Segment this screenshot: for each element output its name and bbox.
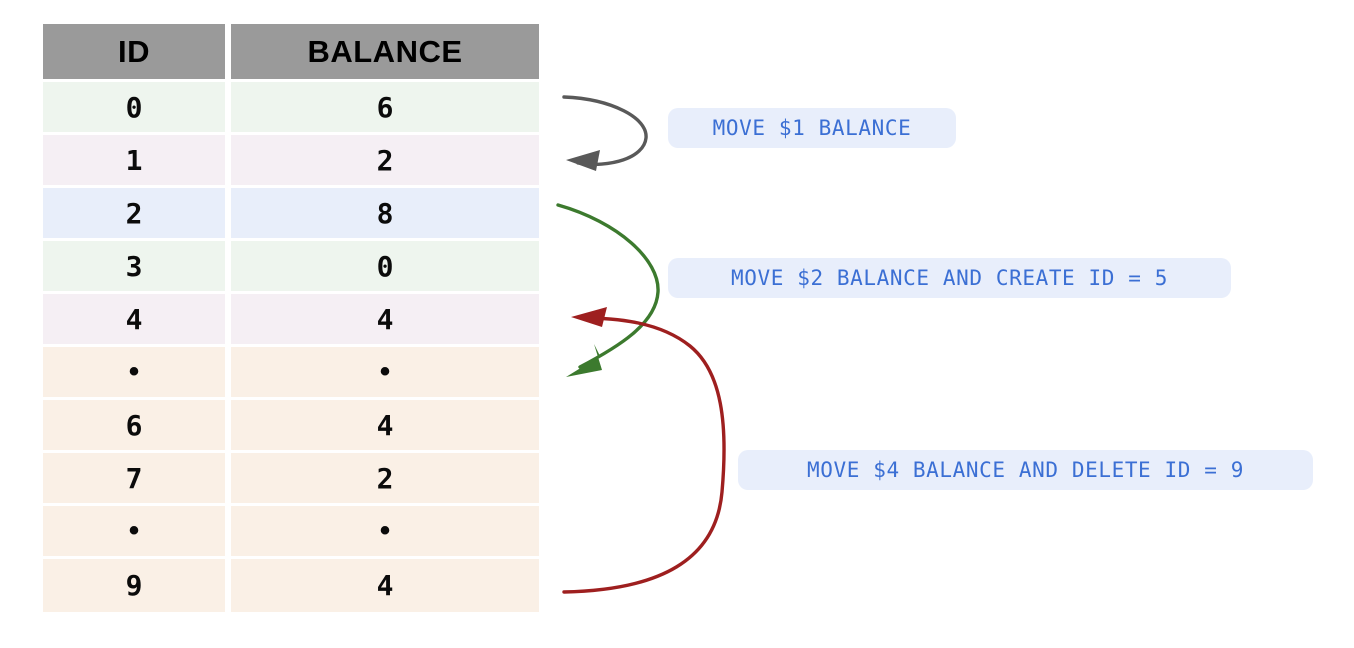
annotation-label: MOVE $2 BALANCE AND CREATE ID = 5 [730,266,1169,290]
table-row: •• [43,506,539,559]
cell-balance: 6 [231,82,539,135]
column-header-id: ID [43,24,231,82]
annotation-label: MOVE $4 BALANCE AND DELETE ID = 9 [806,458,1245,482]
table-row: •• [43,347,539,400]
cell-balance-ellipsis: • [231,347,539,400]
cell-balance: 8 [231,188,539,241]
cell-balance: 4 [231,294,539,347]
cell-balance-ellipsis: • [231,506,539,559]
cell-id: 0 [43,82,231,135]
column-header-balance: BALANCE [231,24,539,82]
cell-balance: 0 [231,241,539,294]
cell-id: 6 [43,400,231,453]
cell-id: 3 [43,241,231,294]
cell-balance: 2 [231,453,539,506]
annotation-pill-move-1: MOVE $1 BALANCE [668,108,956,148]
cell-id: 4 [43,294,231,347]
green-arrow-icon [556,203,660,377]
red-arrow-icon [562,307,726,594]
cell-id: 1 [43,135,231,188]
cell-id: 2 [43,188,231,241]
cell-balance: 2 [231,135,539,188]
cell-balance: 4 [231,400,539,453]
cell-id-ellipsis: • [43,506,231,559]
annotation-pill-move-2: MOVE $2 BALANCE AND CREATE ID = 5 [668,258,1231,298]
gray-arrow-icon [562,95,648,171]
cell-id-ellipsis: • [43,347,231,400]
cell-balance: 4 [231,559,539,612]
cell-id: 7 [43,453,231,506]
annotation-label: MOVE $1 BALANCE [712,116,912,140]
annotation-pill-move-4: MOVE $4 BALANCE AND DELETE ID = 9 [738,450,1313,490]
table-header-row: ID BALANCE [43,24,539,82]
cell-id: 9 [43,559,231,612]
table-header: ID BALANCE [43,24,539,82]
